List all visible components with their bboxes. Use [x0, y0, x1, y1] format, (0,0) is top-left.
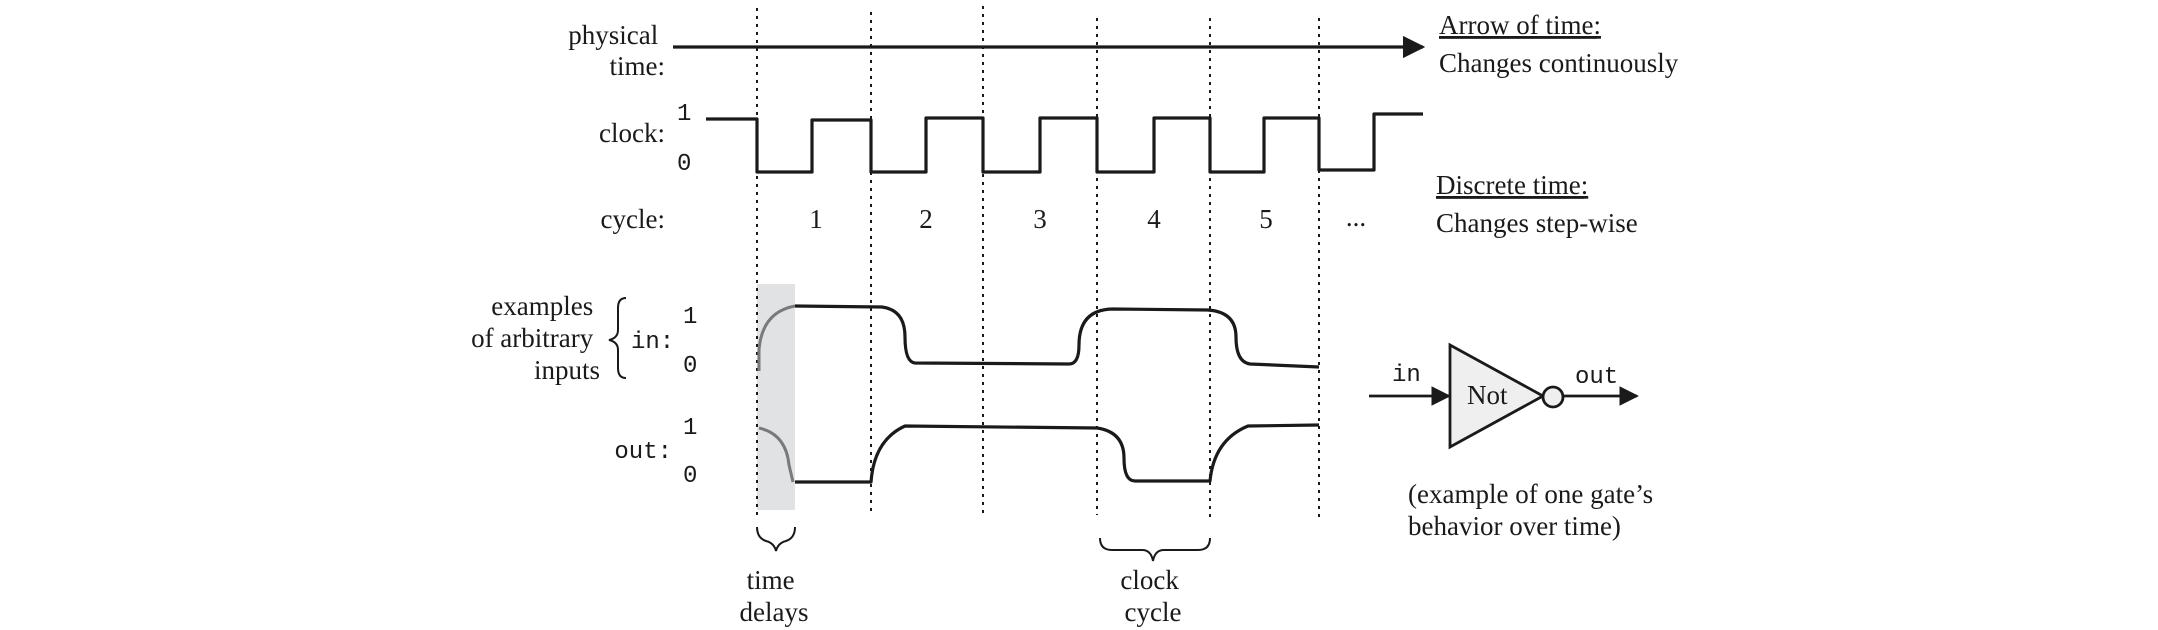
- gate-caption: (example of one gate’s behavior over tim…: [1408, 479, 1660, 541]
- cycle-numbers: 1 2 3 4 5 ...: [809, 202, 1366, 234]
- in-label: in:: [631, 329, 674, 356]
- time-delay-shade: [757, 284, 795, 510]
- gate-output-label: out: [1575, 364, 1618, 391]
- clock-cycle-line2: cycle: [1125, 597, 1182, 627]
- discrete-time-title: Discrete time:: [1436, 170, 1588, 200]
- in-waveform: [794, 304, 1320, 369]
- cycle-label: cycle:: [601, 204, 665, 234]
- gate-input-label: in: [1392, 362, 1421, 389]
- inputs-note: examples of arbitrary inputs: [471, 291, 600, 385]
- clock-high-level: 1: [677, 101, 691, 128]
- arrow-of-time-title: Arrow of time:: [1439, 10, 1601, 40]
- inputs-note-line1: examples: [491, 291, 593, 321]
- in-high-level: 1: [683, 304, 697, 331]
- clock-cycle-line1: clock: [1120, 565, 1179, 595]
- inverter-bubble: [1541, 385, 1565, 409]
- gate-caption-line2: behavior over time): [1408, 511, 1621, 541]
- time-delays-line1: time: [747, 565, 795, 595]
- clock-waveform: [706, 112, 1423, 174]
- gate-body: [1448, 342, 1546, 450]
- not-gate: in Not out: [1369, 342, 1639, 450]
- out-waveform: [795, 423, 1320, 484]
- time-delays-brace: [756, 526, 796, 552]
- clock-cycle-brace: [1099, 537, 1211, 562]
- cycle-number: 1: [809, 204, 823, 234]
- clock-label: clock:: [599, 118, 665, 148]
- inputs-note-line2: of arbitrary: [471, 323, 594, 353]
- out-low-level: 0: [683, 463, 697, 490]
- time-delays-line2: delays: [740, 597, 809, 627]
- cycle-ellipsis: ...: [1346, 202, 1366, 232]
- out-high-level: 1: [683, 415, 697, 442]
- gate-name: Not: [1467, 380, 1508, 410]
- clock-low-level: 0: [677, 151, 691, 178]
- cycle-number: 5: [1259, 204, 1273, 234]
- discrete-time-desc: Changes step-wise: [1436, 208, 1638, 238]
- cycle-number: 4: [1147, 204, 1161, 234]
- cycle-number: 3: [1033, 204, 1047, 234]
- out-label: out:: [614, 439, 672, 466]
- cycle-number: 2: [919, 204, 933, 234]
- cycle-boundaries: [756, 6, 1320, 520]
- in-delay-curve: [757, 304, 796, 371]
- inputs-note-line3: inputs: [534, 355, 600, 385]
- physical-time-label-line1: physical: [568, 20, 658, 50]
- inputs-brace: [608, 297, 627, 379]
- out-delay-curve: [758, 426, 795, 483]
- physical-time-label-line2: time:: [610, 51, 666, 81]
- clock-cycle-label: clock cycle: [1120, 565, 1185, 627]
- physical-time-label: physical time:: [568, 20, 665, 81]
- in-low-level: 0: [683, 353, 697, 380]
- arrow-of-time-desc: Changes continuously: [1439, 48, 1679, 78]
- time-delays-label: time delays: [740, 565, 809, 627]
- gate-caption-line1: (example of one gate’s: [1408, 479, 1653, 509]
